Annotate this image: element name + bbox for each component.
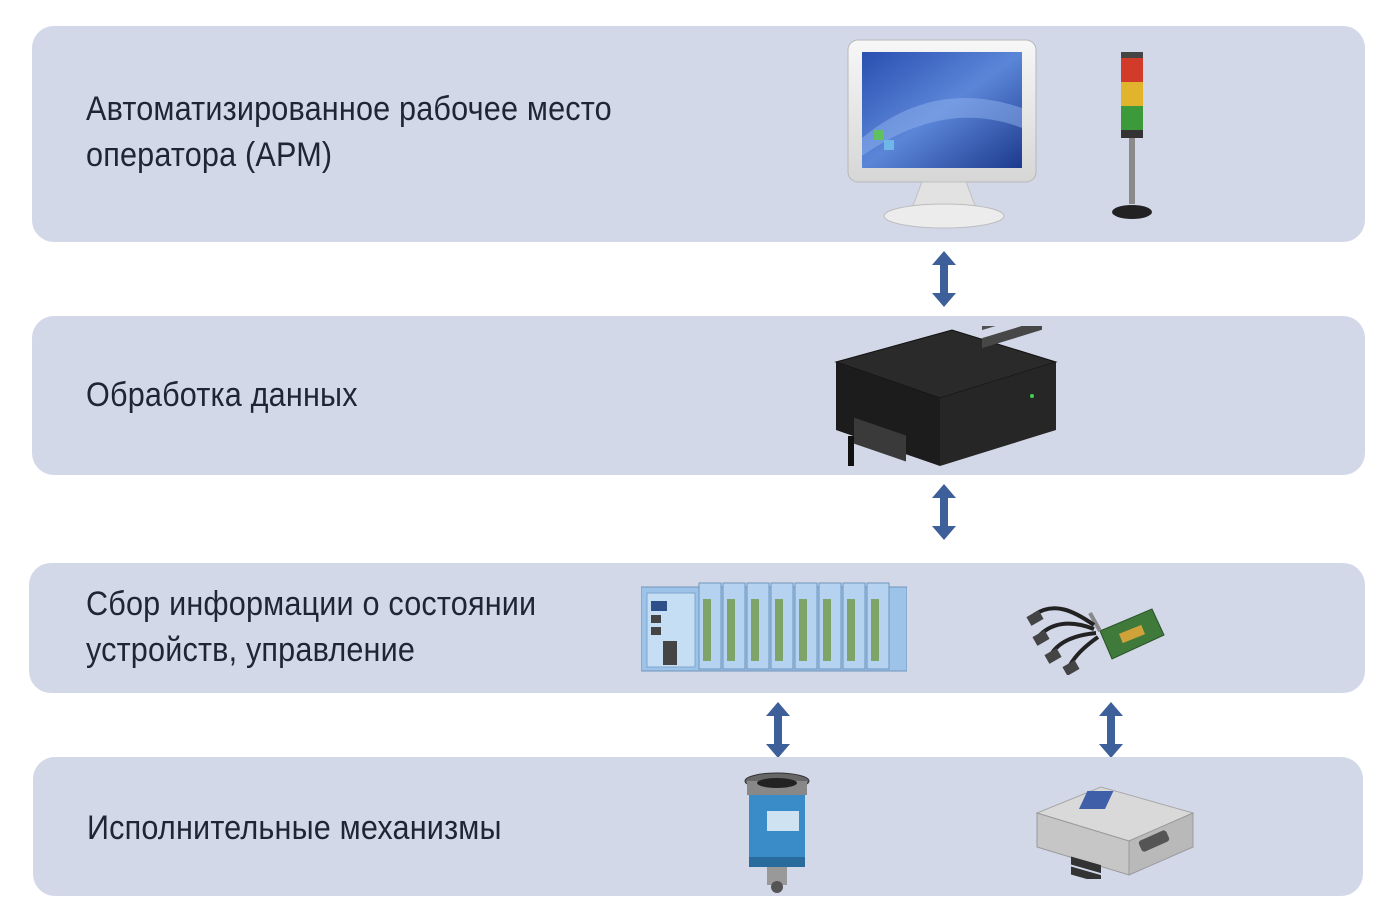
signal-tower-icon	[1112, 52, 1152, 219]
actuator-icon	[744, 772, 810, 893]
rack-server-icon	[834, 326, 1058, 466]
layer-title: Сбор информации о состоянии устройств, у…	[86, 585, 537, 669]
layer-data-processing: Обработка данных	[32, 316, 1365, 475]
serial-card-icon	[1026, 606, 1165, 675]
layer-title: Автоматизированное рабочее место операто…	[86, 90, 612, 174]
layer-title: Обработка данных	[86, 376, 358, 414]
monitor-icon	[847, 39, 1037, 229]
double-arrow-icon	[932, 484, 956, 540]
double-arrow-icon	[932, 251, 956, 307]
double-arrow-icon	[1099, 702, 1123, 758]
layer-actuators: Исполнительные механизмы	[33, 757, 1363, 896]
serial-device-server-icon	[1035, 786, 1195, 879]
layer-operator-workstation: Автоматизированное рабочее место операто…	[32, 26, 1365, 242]
io-module-rack-icon	[641, 582, 907, 672]
double-arrow-icon	[766, 702, 790, 758]
layer-title: Исполнительные механизмы	[87, 809, 502, 847]
layer-data-acquisition: Сбор информации о состоянии устройств, у…	[29, 563, 1365, 693]
